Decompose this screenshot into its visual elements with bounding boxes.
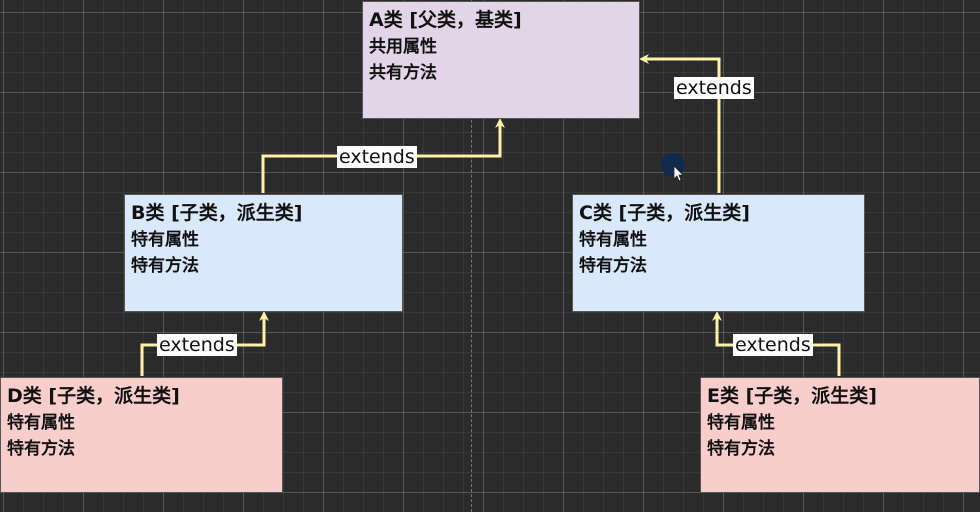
edge-c-to-a[interactable] — [639, 54, 721, 193]
class-e-box[interactable]: E类 [子类，派生类] 特有属性 特有方法 — [700, 377, 980, 493]
edge-e-to-c-label[interactable]: extends — [733, 334, 813, 356]
class-b-attributes: 特有属性 — [131, 230, 199, 250]
class-d-methods: 特有方法 — [7, 439, 75, 459]
class-c-title: C类 [子类，派生类] — [579, 202, 750, 224]
class-a-methods: 共有方法 — [369, 63, 437, 83]
edge-b-to-a-label[interactable]: extends — [337, 146, 417, 168]
class-d-box[interactable]: D类 [子类，派生类] 特有属性 特有方法 — [0, 377, 283, 493]
class-c-attributes: 特有属性 — [579, 230, 647, 250]
class-a-title: A类 [父类，基类] — [369, 9, 522, 31]
class-b-methods: 特有方法 — [131, 256, 199, 276]
class-d-title: D类 [子类，派生类] — [7, 385, 180, 407]
class-e-methods: 特有方法 — [707, 439, 775, 459]
class-a-box[interactable]: A类 [父类，基类] 共用属性 共有方法 — [362, 1, 640, 119]
center-guide-line — [471, 0, 472, 512]
edge-d-to-b-label[interactable]: extends — [157, 334, 237, 356]
class-c-methods: 特有方法 — [579, 256, 647, 276]
mouse-cursor-icon — [661, 153, 685, 182]
class-b-title: B类 [子类，派生类] — [131, 202, 303, 224]
class-b-box[interactable]: B类 [子类，派生类] 特有属性 特有方法 — [124, 194, 403, 312]
class-e-attributes: 特有属性 — [707, 413, 775, 433]
edge-c-to-a-label[interactable]: extends — [674, 77, 754, 99]
class-e-title: E类 [子类，派生类] — [707, 385, 877, 407]
class-d-attributes: 特有属性 — [7, 413, 75, 433]
class-a-attributes: 共用属性 — [369, 37, 437, 57]
class-c-box[interactable]: C类 [子类，派生类] 特有属性 特有方法 — [572, 194, 865, 312]
